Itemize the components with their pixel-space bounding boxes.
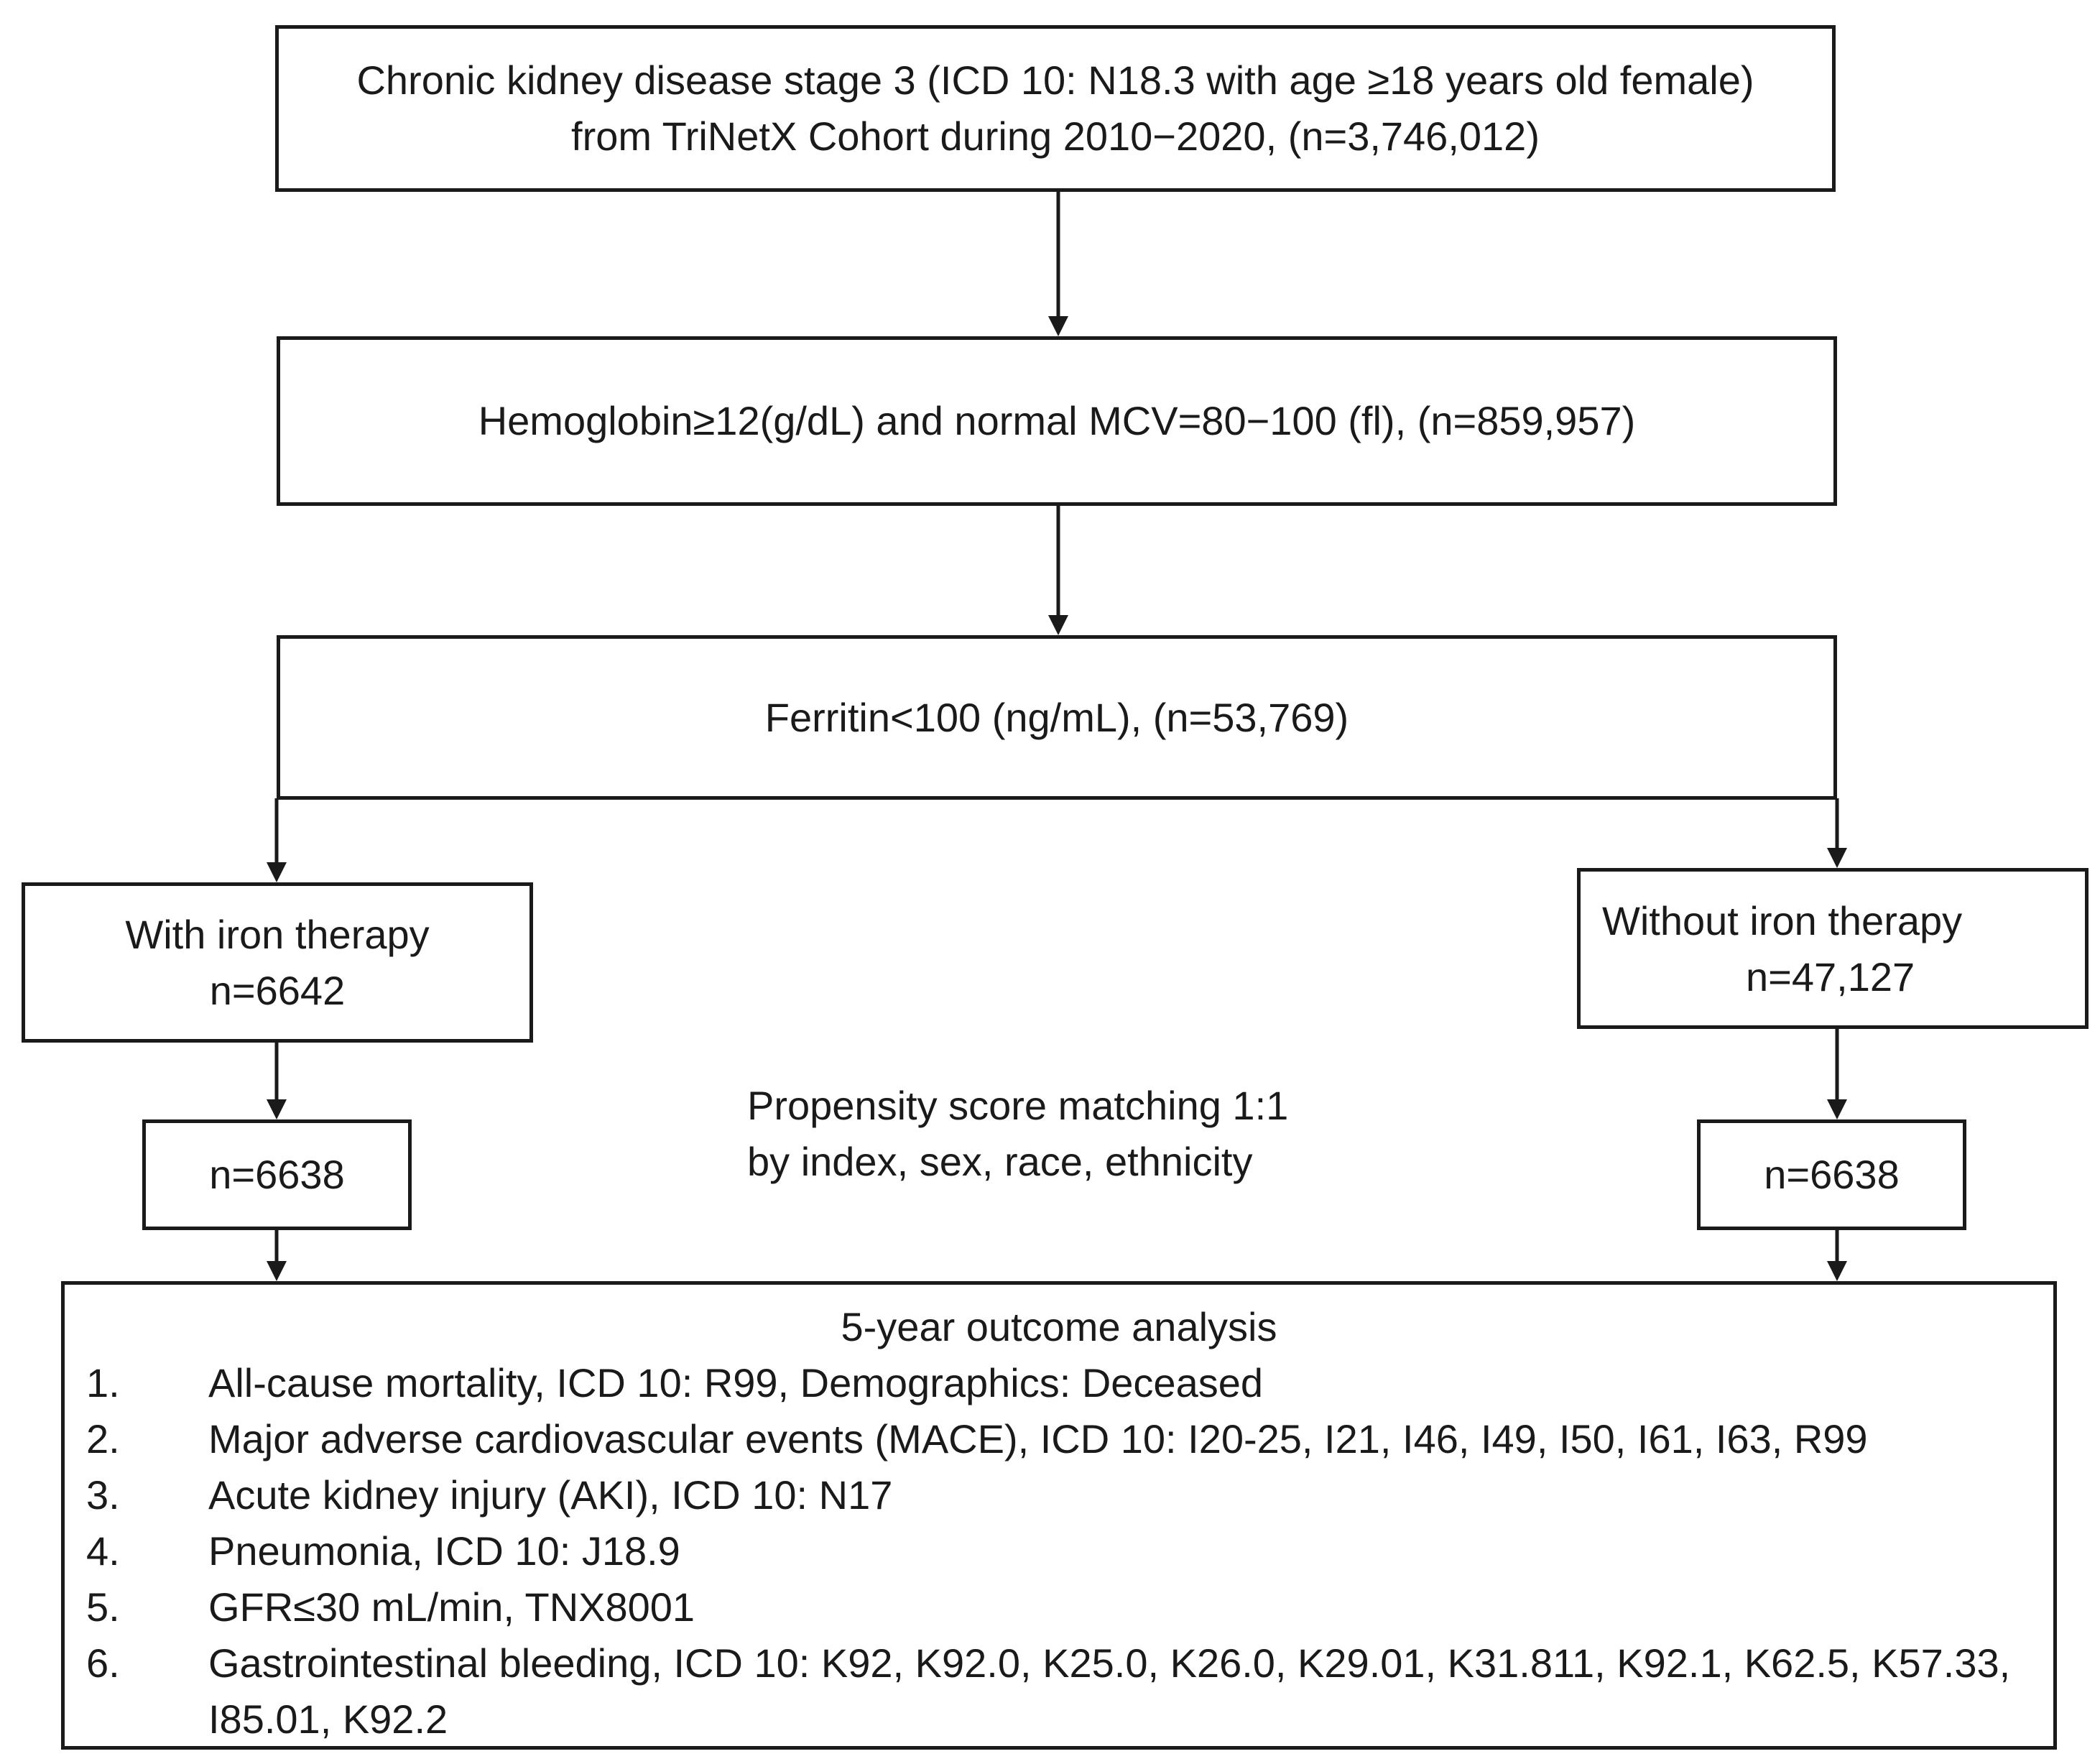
outcome-item-gfr: 5. GFR≤30 mL/min, TNX8001 xyxy=(86,1579,2039,1635)
outcome-item-text: Acute kidney injury (AKI), ICD 10: N17 xyxy=(208,1472,893,1518)
outcome-item-text: Major adverse cardiovascular events (MAC… xyxy=(208,1416,1868,1461)
outcome-item-number: 3. xyxy=(86,1472,120,1518)
matched-with-iron-count: n=6638 xyxy=(209,1152,345,1197)
ckd-cohort-line-2: from TriNetX Cohort during 2010−2020, (n… xyxy=(571,114,1540,159)
with-iron-therapy-box: With iron therapy n=6642 xyxy=(22,882,533,1043)
outcome-item-number: 2. xyxy=(86,1416,120,1461)
hemoglobin-text: Hemoglobin≥12(g/dL) and normal MCV=80−10… xyxy=(478,398,1636,443)
outcome-item-number: 1. xyxy=(86,1360,120,1405)
without-iron-therapy-box: Without iron therapy n=47,127 xyxy=(1577,868,2089,1029)
outcome-list: 1. All-cause mortality, ICD 10: R99, Dem… xyxy=(86,1355,2039,1747)
matched-with-iron-box: n=6638 xyxy=(142,1119,412,1230)
outcome-item-text: GFR≤30 mL/min, TNX8001 xyxy=(208,1584,695,1630)
hemoglobin-box: Hemoglobin≥12(g/dL) and normal MCV=80−10… xyxy=(277,336,1837,506)
ckd-cohort-box: Chronic kidney disease stage 3 (ICD 10: … xyxy=(275,25,1836,192)
ckd-cohort-line-1: Chronic kidney disease stage 3 (ICD 10: … xyxy=(356,57,1754,103)
ferritin-text: Ferritin<100 (ng/mL), (n=53,769) xyxy=(764,694,1349,740)
outcome-item-number: 6. xyxy=(86,1640,120,1686)
propensity-matching-line-1: Propensity score matching 1:1 xyxy=(747,1083,1289,1128)
propensity-matching-line-2: by index, sex, race, ethnicity xyxy=(747,1139,1253,1184)
outcome-item-pneumonia: 4. Pneumonia, ICD 10: J18.9 xyxy=(86,1523,2039,1579)
without-iron-therapy-count: n=47,127 xyxy=(1746,954,1915,999)
with-iron-therapy-label: With iron therapy xyxy=(125,911,430,957)
outcome-analysis-title: 5-year outcome analysis xyxy=(841,1304,1277,1349)
outcome-item-text: Pneumonia, ICD 10: J18.9 xyxy=(208,1528,680,1574)
outcome-item-number: 4. xyxy=(86,1528,120,1574)
outcome-item-aki: 3. Acute kidney injury (AKI), ICD 10: N1… xyxy=(86,1467,2039,1523)
outcome-item-text: Gastrointestinal bleeding, ICD 10: K92, … xyxy=(208,1640,2011,1742)
matched-without-iron-count: n=6638 xyxy=(1764,1152,1900,1197)
outcome-item-mortality: 1. All-cause mortality, ICD 10: R99, Dem… xyxy=(86,1355,2039,1411)
ferritin-box: Ferritin<100 (ng/mL), (n=53,769) xyxy=(277,635,1837,800)
outcome-item-text: All-cause mortality, ICD 10: R99, Demogr… xyxy=(208,1360,1264,1405)
matched-without-iron-box: n=6638 xyxy=(1697,1119,1966,1230)
outcome-item-mace: 2. Major adverse cardiovascular events (… xyxy=(86,1411,2039,1467)
propensity-matching-note: Propensity score matching 1:1 by index, … xyxy=(747,1078,1288,1190)
without-iron-therapy-label: Without iron therapy xyxy=(1602,898,1963,943)
outcome-analysis-box: 5-year outcome analysis 1. All-cause mor… xyxy=(61,1281,2057,1750)
with-iron-therapy-count: n=6642 xyxy=(209,967,346,1013)
outcome-item-gi-bleeding: 6. Gastrointestinal bleeding, ICD 10: K9… xyxy=(86,1635,2039,1747)
outcome-item-number: 5. xyxy=(86,1584,120,1630)
